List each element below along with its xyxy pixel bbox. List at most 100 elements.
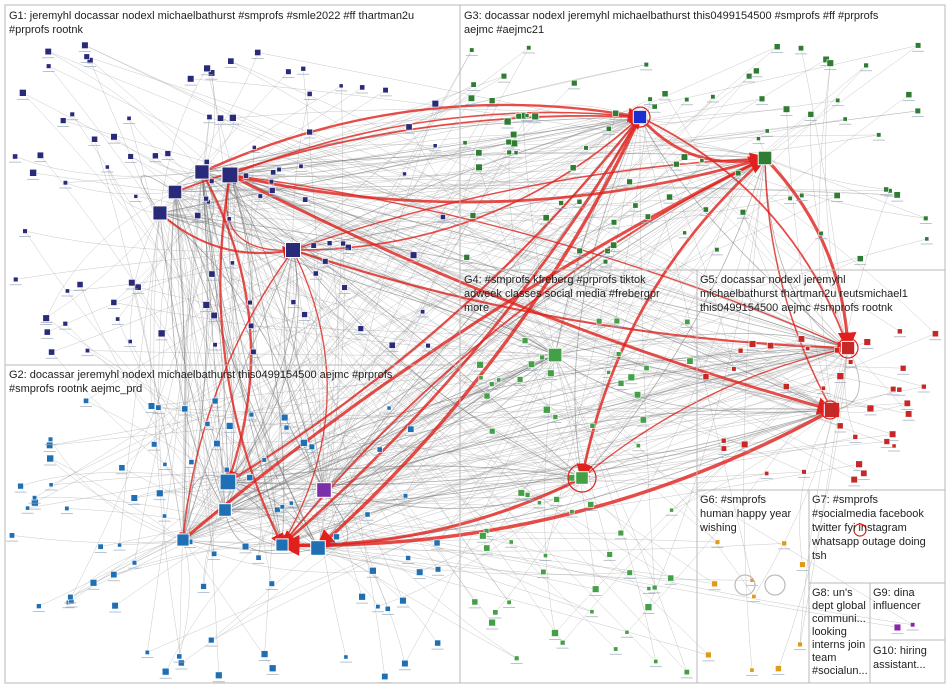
- graph-node: [543, 406, 550, 413]
- g8-label-line-7: #socialun...: [812, 665, 868, 677]
- graph-node: [389, 342, 395, 348]
- graph-node: [311, 243, 317, 249]
- graph-node: [205, 421, 210, 426]
- graph-node: [365, 512, 370, 517]
- graph-node: [116, 317, 120, 321]
- graph-node: [577, 248, 583, 254]
- graph-node: [112, 602, 119, 609]
- graph-node: [800, 562, 806, 568]
- graph-node: [281, 414, 288, 421]
- graph-node: [528, 361, 535, 368]
- graph-node: [26, 506, 30, 510]
- graph-node: [648, 97, 653, 102]
- graph-node: [681, 154, 688, 161]
- hub-node: [576, 472, 589, 485]
- graph-node: [607, 370, 611, 374]
- graph-node: [48, 437, 53, 442]
- graph-node: [255, 49, 261, 55]
- graph-node: [798, 336, 805, 343]
- hub-node: [317, 483, 332, 498]
- graph-node: [584, 146, 589, 151]
- graph-node: [628, 374, 635, 381]
- g8-label-line-5: interns join: [812, 639, 865, 651]
- graph-node: [853, 434, 858, 439]
- graph-node: [837, 423, 843, 429]
- graph-node: [406, 556, 411, 561]
- graph-node: [163, 462, 167, 466]
- g1-label-line-2: #prprofs rootnk: [9, 24, 83, 36]
- graph-node: [464, 254, 470, 260]
- graph-node: [706, 652, 712, 658]
- g7-label-line-3: twitter fyi instagram: [812, 522, 907, 534]
- graph-node: [251, 349, 257, 355]
- graph-node: [44, 329, 50, 335]
- graph-node: [49, 483, 53, 487]
- graph-node: [403, 172, 407, 176]
- graph-node: [897, 329, 902, 334]
- graph-node: [711, 95, 716, 100]
- graph-node: [752, 594, 756, 598]
- graph-node: [613, 110, 619, 116]
- graph-node: [753, 68, 759, 74]
- graph-node: [633, 203, 638, 208]
- graph-node: [687, 358, 693, 364]
- hub-node: [195, 165, 209, 179]
- graph-node: [207, 114, 212, 119]
- graph-node: [162, 514, 166, 518]
- graph-node: [249, 412, 254, 417]
- graph-node: [571, 80, 577, 86]
- graph-node: [189, 460, 194, 465]
- graph-node: [836, 98, 840, 102]
- graph-node: [525, 114, 529, 118]
- graph-node: [463, 141, 467, 145]
- graph-node: [82, 42, 89, 49]
- graph-node: [46, 64, 51, 69]
- graph-node: [570, 165, 576, 171]
- graph-node: [477, 361, 484, 368]
- graph-node: [864, 63, 869, 68]
- graph-node: [341, 241, 346, 246]
- graph-node: [9, 533, 14, 538]
- graph-node: [402, 660, 409, 667]
- graph-node: [685, 97, 690, 102]
- graph-node: [359, 593, 366, 600]
- graph-node: [204, 159, 209, 164]
- graph-node: [247, 475, 253, 481]
- graph-node: [242, 543, 249, 550]
- graph-node: [636, 444, 640, 448]
- graph-node: [923, 216, 928, 221]
- hub-node: [286, 243, 301, 258]
- graph-node: [541, 569, 547, 575]
- graph-node: [472, 599, 478, 605]
- graph-node: [511, 140, 518, 147]
- graph-node: [510, 131, 517, 138]
- graph-node: [204, 65, 211, 72]
- graph-node: [213, 343, 218, 348]
- graph-node: [476, 164, 483, 171]
- graph-node: [756, 137, 760, 141]
- graph-node: [128, 154, 134, 160]
- graph-node: [925, 237, 929, 241]
- graph-node: [782, 541, 787, 546]
- graph-node: [313, 271, 318, 276]
- graph-node: [65, 506, 70, 511]
- graph-node: [98, 544, 103, 549]
- g2-label-line-1: G2: docassar jeremyhl nodexl michaelbath…: [9, 369, 393, 381]
- graph-node: [627, 570, 633, 576]
- graph-node: [894, 624, 901, 631]
- graph-node: [248, 300, 253, 305]
- graph-node: [525, 492, 530, 497]
- graph-node: [43, 315, 50, 322]
- hub-node: [177, 534, 189, 546]
- graph-node: [90, 579, 97, 586]
- graph-node: [774, 44, 780, 50]
- graph-node: [426, 343, 431, 348]
- g8-label-line-6: team: [812, 652, 836, 664]
- graph-node: [827, 60, 834, 67]
- graph-node: [13, 277, 18, 282]
- graph-node: [851, 476, 858, 483]
- graph-node: [302, 312, 308, 318]
- graph-node: [765, 129, 769, 133]
- graph-node: [479, 376, 483, 380]
- graph-node: [808, 111, 814, 117]
